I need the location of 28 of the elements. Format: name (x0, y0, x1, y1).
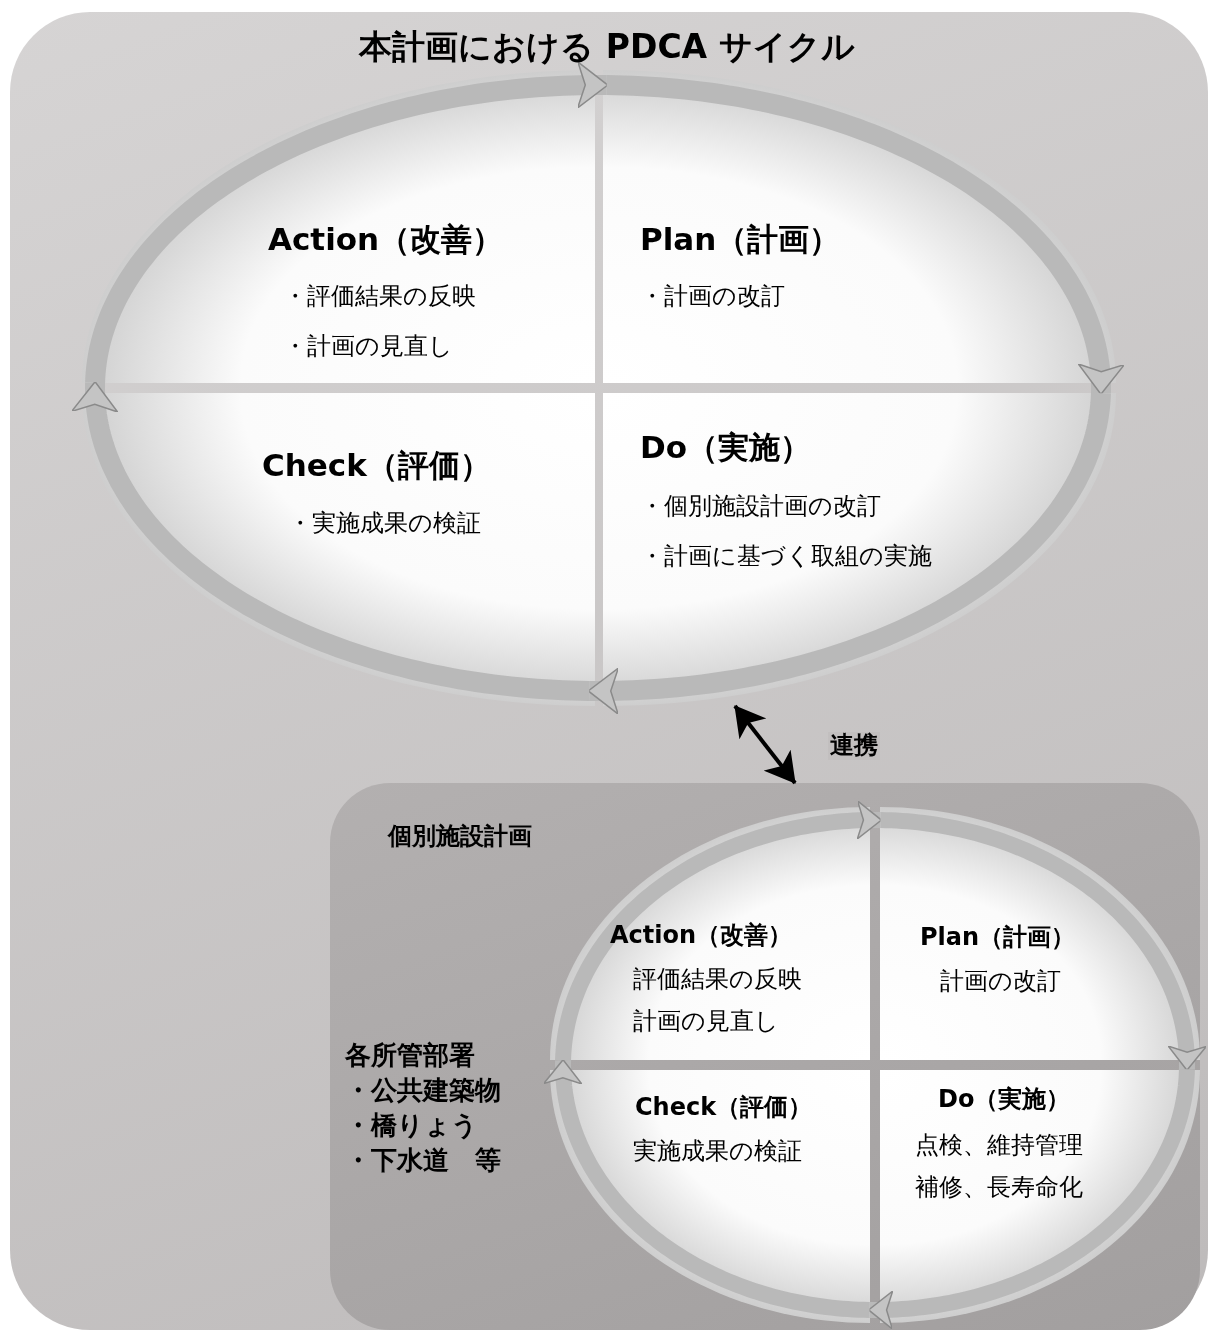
body-text: 補修、長寿命化 (915, 1174, 1083, 1202)
note-text: ・公共建築物 (345, 1076, 501, 1106)
phase-heading: Plan（計画） (640, 222, 841, 258)
body-text: 点検、維持管理 (915, 1132, 1083, 1160)
phase-heading: Check（評価） (262, 448, 491, 484)
phase-heading: Action（改善） (610, 922, 793, 950)
phase-heading: Action（改善） (268, 222, 504, 258)
note-text: ・下水道 等 (345, 1146, 501, 1176)
body-text: ・計画の改訂 (640, 283, 785, 311)
phase-heading: Check（評価） (635, 1094, 813, 1122)
panel-heading: 個別施設計画 (388, 823, 532, 851)
body-text: 計画の改訂 (940, 968, 1061, 996)
note-text: 各所管部署 (345, 1041, 475, 1071)
body-text: ・計画に基づく取組の実施 (640, 543, 932, 571)
edge-label: 連携 (828, 732, 880, 760)
body-text: ・評価結果の反映 (283, 283, 476, 311)
phase-heading: Do（実施） (640, 430, 812, 466)
body-text: ・実施成果の検証 (288, 510, 481, 538)
diagram-title: 本計画における PDCA サイクル (357, 28, 856, 66)
sub-panel (330, 783, 1200, 1330)
phase-heading: Do（実施） (938, 1086, 1071, 1114)
body-text: 評価結果の反映 (633, 966, 802, 994)
body-text: 計画の見直し (633, 1008, 779, 1036)
body-text: 実施成果の検証 (633, 1138, 802, 1166)
body-text: ・計画の見直し (283, 333, 453, 361)
phase-heading: Plan（計画） (920, 924, 1076, 952)
body-text: ・個別施設計画の改訂 (640, 493, 881, 521)
note-text: ・橋りょう (345, 1111, 478, 1141)
